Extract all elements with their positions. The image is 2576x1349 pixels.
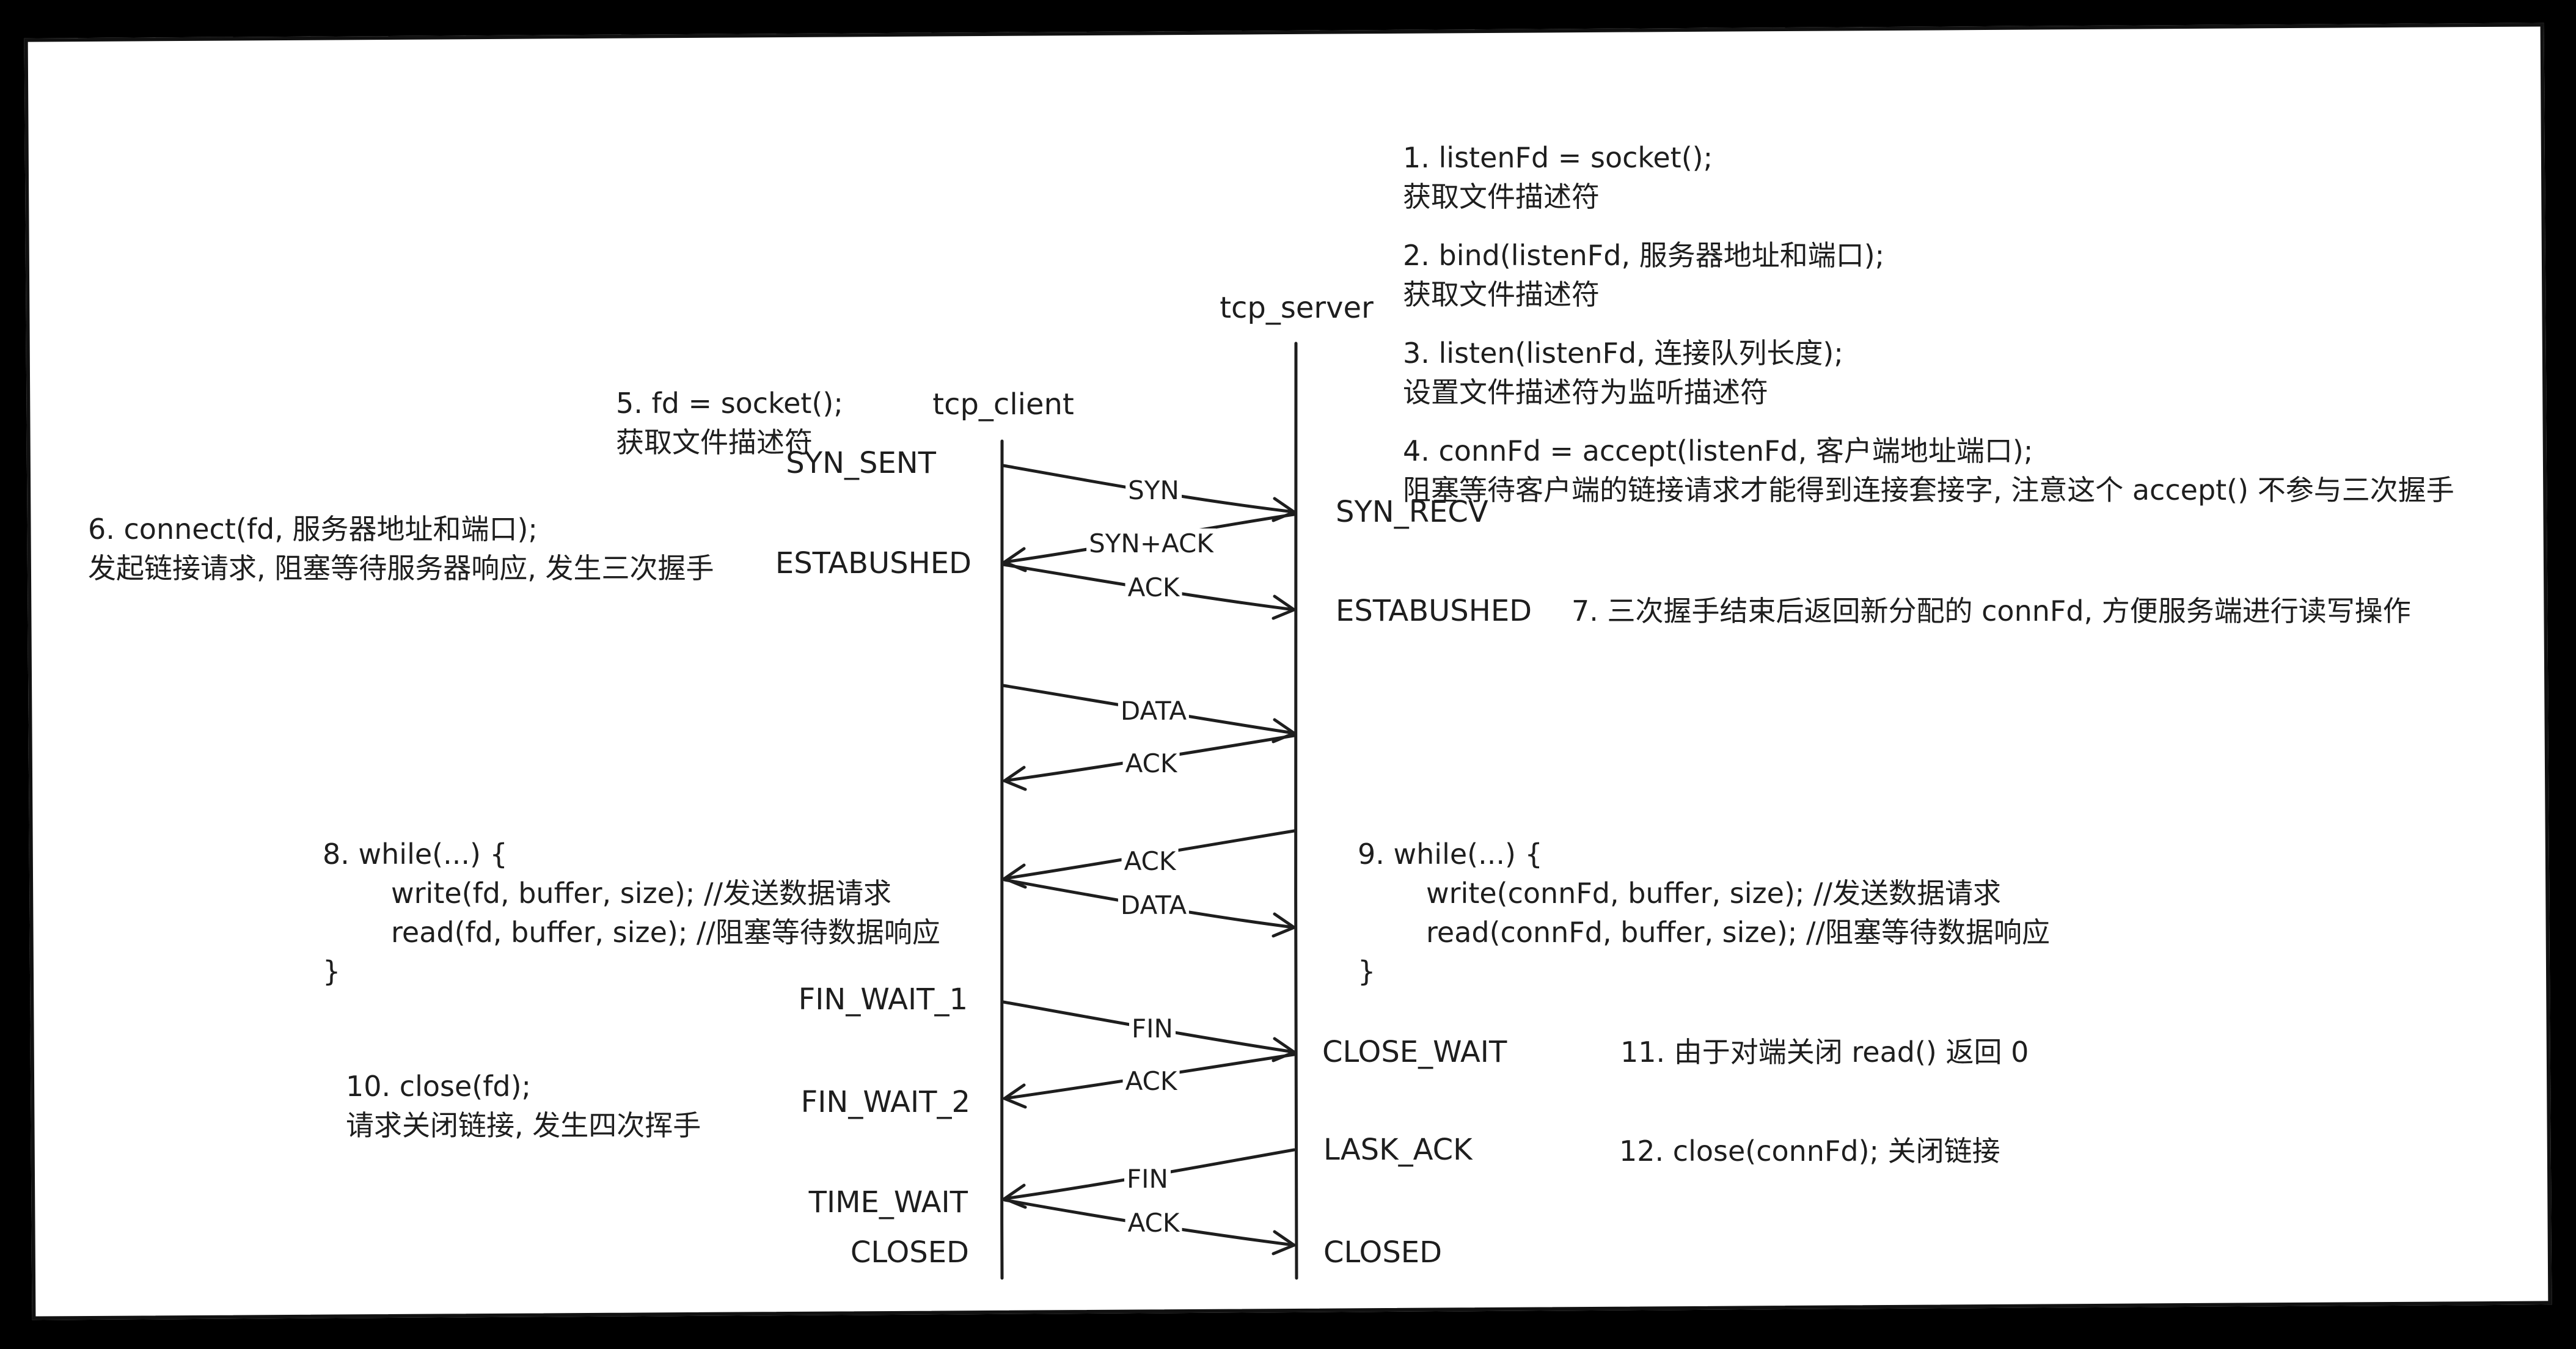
client-state-established: ESTABUSHED [775, 546, 971, 580]
msg-ack-data-2: ACK [1121, 846, 1179, 877]
client-state-fin-wait-2: FIN_WAIT_2 [800, 1085, 970, 1119]
server-note-9: 9. while(...) { write(connFd, buffer, siz… [1358, 756, 2050, 1069]
client-state-closed: CLOSED [850, 1235, 969, 1270]
server-note-7: 7. 三次握手结束后返回新分配的 connFd, 方便服务端进行读写操作 [1572, 594, 2411, 627]
msg-fin-1: FIN [1129, 1014, 1176, 1044]
msg-ack-fin-1: ACK [1122, 1066, 1180, 1097]
server-note-4: 4. connFd = accept(listenFd, 客户端地址端口); 阻塞… [1403, 353, 2454, 588]
client-state-syn-sent: SYN_SENT [786, 446, 936, 480]
server-note-4-code: 4. connFd = accept(listenFd, 客户端地址端口); [1403, 434, 2033, 467]
server-state-last-ack: LASK_ACK [1323, 1133, 1473, 1167]
client-state-fin-wait-1: FIN_WAIT_1 [798, 982, 968, 1017]
server-note-2-code: 2. bind(listenFd, 服务器地址和端口); [1403, 239, 1885, 272]
server-note-1: 1. listenFd = socket(); 获取文件描述符 [1403, 60, 1713, 294]
client-note-10-code: 10. close(fd); [346, 1070, 532, 1103]
ack-fin-1-arrow-head [1003, 1083, 1027, 1109]
client-lifeline [1000, 439, 1004, 1280]
data-2-arrow-head [1272, 912, 1296, 938]
server-lifeline [1294, 342, 1298, 1280]
client-note-10-desc: 请求关闭链接, 发生四次挥手 [346, 1109, 701, 1142]
server-state-syn-recv: SYN_RECV [1336, 495, 1488, 529]
server-state-closed: CLOSED [1323, 1235, 1443, 1270]
client-note-8-write: write(fd, buffer, size); //发送数据请求 [391, 877, 891, 910]
msg-data-1: DATA [1118, 696, 1190, 726]
client-note-8-read: read(fd, buffer, size); //阻塞等待数据响应 [391, 916, 940, 949]
ack-data-1-arrow-head [1003, 766, 1027, 791]
client-note-5-desc: 获取文件描述符 [616, 426, 813, 459]
server-note-9-read: read(connFd, buffer, size); //阻塞等待数据响应 [1426, 916, 2050, 949]
client-state-time-wait: TIME_WAIT [808, 1185, 968, 1219]
msg-ack-handshake: ACK [1125, 572, 1182, 603]
msg-syn: SYN [1125, 475, 1182, 506]
client-note-10: 10. close(fd); 请求关闭链接, 发生四次挥手 [346, 989, 701, 1223]
client-note-5: 5. fd = socket(); 获取文件描述符 [616, 305, 843, 540]
server-state-established: ESTABUSHED [1336, 594, 1532, 628]
client-note-8: 8. while(...) { write(fd, buffer, size); … [323, 756, 940, 1069]
server-note-9-while: 9. while(...) { [1358, 838, 1543, 871]
msg-ack-fin-2: ACK [1125, 1208, 1182, 1238]
client-note-8-while: 8. while(...) { [323, 838, 508, 871]
client-node-title: tcp_client [932, 387, 1074, 422]
client-note-8-close-brace: } [323, 955, 341, 988]
msg-data-2: DATA [1118, 890, 1190, 921]
server-note-3-desc: 设置文件描述符为监听描述符 [1403, 376, 1768, 409]
server-note-4-desc: 阻塞等待客户端的链接请求才能得到连接套接字, 注意这个 accept() 不参与… [1403, 473, 2454, 506]
ack-fin-2-arrow-head [1272, 1230, 1296, 1256]
client-note-6-code: 6. connect(fd, 服务器地址和端口); [88, 513, 538, 546]
server-note-1-code: 1. listenFd = socket(); [1403, 141, 1713, 174]
server-state-close-wait: CLOSE_WAIT [1322, 1035, 1507, 1069]
client-note-6: 6. connect(fd, 服务器地址和端口); 发起链接请求, 阻塞等待服务器… [88, 431, 714, 666]
server-node-title: tcp_server [1220, 291, 1374, 325]
server-note-11: 11. 由于对端关闭 read() 返回 0 [1620, 1036, 2029, 1069]
msg-syn-ack: SYN+ACK [1086, 528, 1216, 559]
server-note-3-code: 3. listen(listenFd, 连接队列长度); [1403, 337, 1843, 370]
client-note-5-code: 5. fd = socket(); [616, 387, 843, 420]
server-note-3: 3. listen(listenFd, 连接队列长度); 设置文件描述符为监听描述… [1403, 255, 1843, 490]
server-note-9-write: write(connFd, buffer, size); //发送数据请求 [1426, 877, 2002, 910]
msg-fin-2: FIN [1124, 1164, 1171, 1194]
server-note-1-desc: 获取文件描述符 [1403, 180, 1600, 213]
server-note-2-desc: 获取文件描述符 [1403, 278, 1600, 311]
server-note-12: 12. close(connFd); 关闭链接 [1619, 1135, 2000, 1168]
ack-handshake-arrow-head [1272, 594, 1296, 620]
client-note-6-desc: 发起链接请求, 阻塞等待服务器响应, 发生三次握手 [88, 552, 714, 585]
server-note-2: 2. bind(listenFd, 服务器地址和端口); 获取文件描述符 [1403, 158, 1884, 392]
server-note-9-close-brace: } [1358, 955, 1376, 988]
msg-ack-data-1: ACK [1122, 748, 1180, 779]
